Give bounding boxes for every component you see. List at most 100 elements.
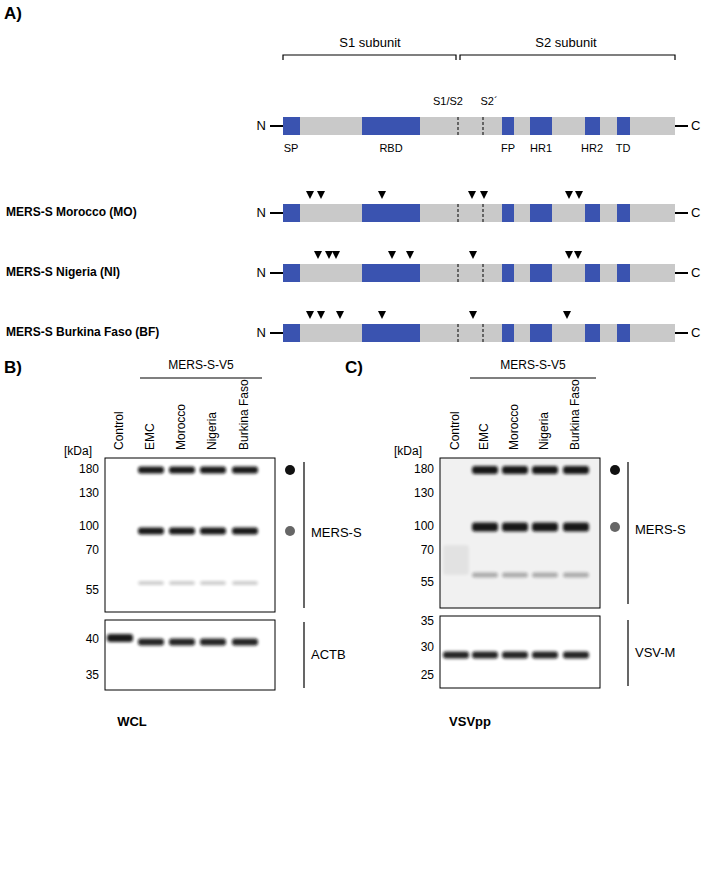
protein-band xyxy=(107,634,133,642)
mutation-marker xyxy=(565,191,573,199)
domain-block xyxy=(530,324,552,342)
protein-band xyxy=(563,466,589,474)
domain-block xyxy=(530,204,552,222)
protein-band xyxy=(472,652,498,659)
unit-label: [kDa] xyxy=(394,445,422,459)
cleavage-site xyxy=(457,117,458,135)
domain-block xyxy=(530,117,552,135)
domain-block xyxy=(585,117,600,135)
domain-block xyxy=(283,324,300,342)
blot-annotations xyxy=(140,378,628,688)
domain-block xyxy=(530,264,552,282)
terminal-line xyxy=(675,332,688,334)
terminus: C xyxy=(691,119,700,134)
domain-name: TD xyxy=(616,142,631,155)
protein-band xyxy=(532,466,558,474)
site-name: S1/S2 xyxy=(433,95,463,108)
domain-block xyxy=(502,264,514,282)
terminus: N xyxy=(257,266,266,281)
marker-size: 25 xyxy=(421,669,434,683)
protein-name: ACTB xyxy=(311,648,346,663)
protein-band xyxy=(138,467,164,474)
domain-name: HR2 xyxy=(581,142,603,155)
sample-name: VSVpp xyxy=(449,715,491,730)
marker-size: 100 xyxy=(414,520,434,534)
lane-name: Morocco xyxy=(175,404,189,450)
lane-name: Control xyxy=(113,411,127,450)
blot-frame xyxy=(440,616,600,688)
domain-block xyxy=(283,264,300,282)
mutation-marker xyxy=(332,251,340,259)
panel-letter: A) xyxy=(4,4,22,24)
lane-name: Morocco xyxy=(508,404,522,450)
spike-bar xyxy=(283,264,675,282)
marker-size: 130 xyxy=(79,487,99,501)
protein-band xyxy=(200,639,226,646)
lane-name: Burkina Faso xyxy=(569,379,583,450)
protein-band xyxy=(138,639,164,646)
protein-name: VSV-M xyxy=(635,646,675,661)
subunit-bracket xyxy=(460,55,675,60)
mutation-marker xyxy=(314,251,322,259)
protein-band xyxy=(532,652,558,659)
mutation-marker xyxy=(469,311,477,319)
domain-block xyxy=(585,264,600,282)
form-dot xyxy=(610,522,620,532)
protein-band xyxy=(502,466,528,474)
protein-band xyxy=(232,467,258,474)
lane-name: Nigeria xyxy=(538,412,552,450)
marker-size: 35 xyxy=(86,669,99,683)
group-line xyxy=(140,377,262,378)
mutation-marker xyxy=(317,191,325,199)
subunit-name: S1 subunit xyxy=(339,36,400,51)
mutation-marker xyxy=(388,251,396,259)
construct-name: MERS-S-V5 xyxy=(168,359,233,373)
domain-block xyxy=(617,204,630,222)
side-bracket xyxy=(627,462,628,604)
terminus: N xyxy=(257,326,266,341)
protein-name: MERS-S xyxy=(635,523,686,538)
domain-block xyxy=(362,264,420,282)
mutation-marker xyxy=(325,251,333,259)
mutation-marker xyxy=(406,251,414,259)
marker-size: 40 xyxy=(86,633,99,647)
domain-block xyxy=(585,324,600,342)
domain-block xyxy=(585,204,600,222)
spike-bar xyxy=(283,117,675,135)
protein-band xyxy=(200,581,226,585)
terminal-line xyxy=(270,212,283,214)
mutation-marker xyxy=(575,191,583,199)
protein-band xyxy=(169,639,195,646)
sample-name: WCL xyxy=(117,715,147,730)
cleavage-site xyxy=(482,117,483,135)
terminus: C xyxy=(691,206,700,221)
western-blot xyxy=(440,616,600,688)
mutation-marker xyxy=(563,311,571,319)
domain-block xyxy=(502,117,514,135)
western-blot xyxy=(105,620,275,690)
marker-size: 70 xyxy=(86,544,99,558)
subunit-bracket xyxy=(283,55,456,60)
form-dot xyxy=(610,465,620,475)
blot-frame xyxy=(105,620,275,690)
mutation-marker xyxy=(468,191,476,199)
panel-letter: B) xyxy=(4,358,22,378)
protein-band xyxy=(138,581,164,585)
protein-band xyxy=(138,528,164,535)
protein-band xyxy=(532,523,558,532)
side-bracket xyxy=(627,620,628,686)
mutation-marker xyxy=(574,251,582,259)
marker-size: 100 xyxy=(79,520,99,534)
western-blot xyxy=(440,458,600,608)
mutation-marker xyxy=(480,191,488,199)
marker-size: 70 xyxy=(421,544,434,558)
protein-band xyxy=(443,652,469,659)
protein-band xyxy=(502,523,528,532)
protein-band xyxy=(232,639,258,646)
mutation-marker xyxy=(378,191,386,199)
protein-band xyxy=(200,467,226,474)
protein-band xyxy=(502,652,528,659)
cleavage-site xyxy=(482,204,483,222)
lane-name: Nigeria xyxy=(206,412,220,450)
